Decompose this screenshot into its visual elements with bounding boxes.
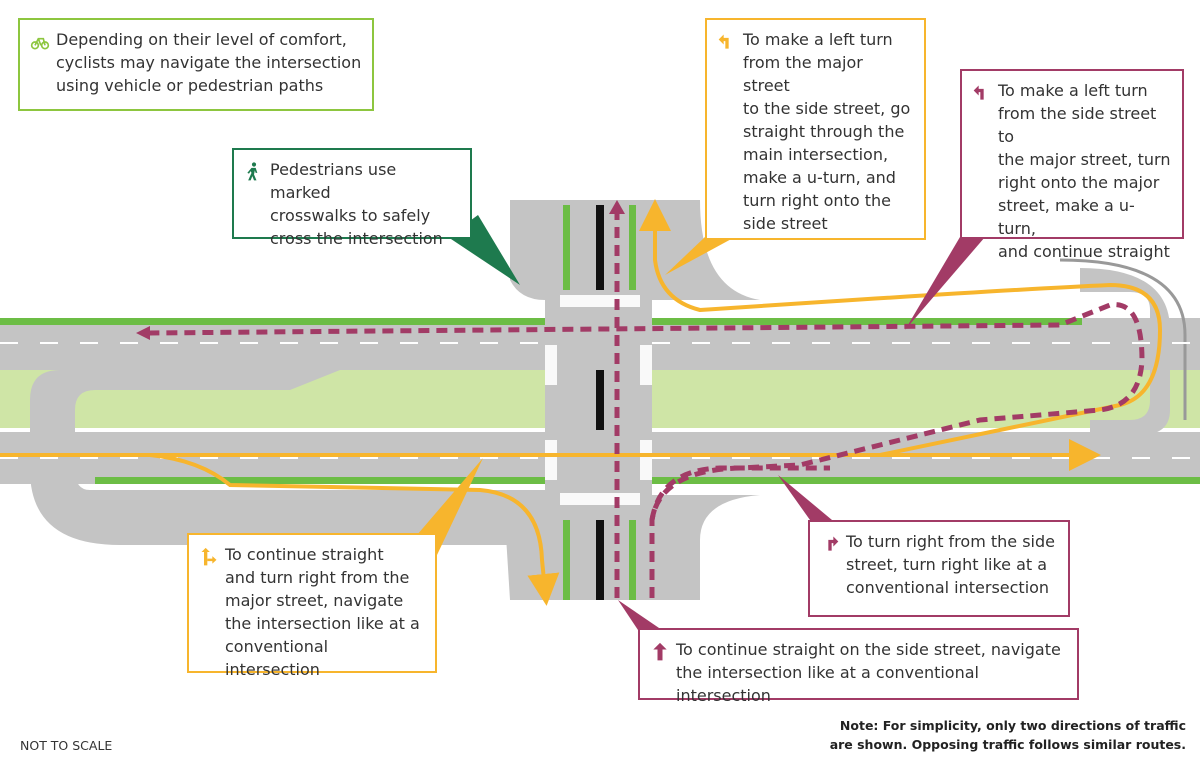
- bicycle-icon: [30, 37, 50, 50]
- callout-cyclists: Depending on their level of comfort, cyc…: [18, 18, 374, 111]
- scale-label: NOT TO SCALE: [20, 738, 113, 753]
- simplicity-note: Note: For simplicity, only two direction…: [829, 718, 1186, 752]
- pointer-right-turn-side: [778, 475, 832, 520]
- straight-side-text: To continue straight on the side street,…: [676, 640, 1061, 705]
- bike-lane-south: [95, 477, 545, 484]
- callout-straight-right-major: To continue straight and turn right from…: [187, 533, 437, 679]
- median-right: [652, 368, 1200, 428]
- u-turn-loop-left: [30, 370, 545, 545]
- pointer-straight-side: [618, 600, 662, 630]
- callout-right-turn-side: To turn right from the side street, turn…: [808, 520, 1070, 617]
- left-turn-side-text: To make a left turn from the side street…: [998, 81, 1171, 261]
- callout-left-turn-major: To make a left turn from the major stree…: [705, 18, 926, 240]
- bike-lane-north: [0, 318, 545, 325]
- right-turn-arrow-icon: [828, 536, 839, 551]
- path-right-turn-side: [649, 465, 830, 521]
- straight-right-arrow-icon: [201, 547, 217, 566]
- path-left-turn-side: [149, 302, 1145, 598]
- right-turn-side-text: To turn right from the side street, turn…: [846, 532, 1055, 597]
- left-turn-arrow-icon: [973, 85, 984, 100]
- cyclists-text: Depending on their level of comfort, cyc…: [56, 30, 362, 95]
- straight-arrow-icon: [653, 642, 667, 661]
- pointer-straight-right-major: [417, 458, 483, 555]
- lane-markings: [0, 342, 1200, 459]
- pedestrian-icon: [247, 162, 258, 181]
- pointer-left-turn-major: [665, 237, 735, 275]
- path-right-turn-major: [149, 453, 560, 606]
- callout-left-turn-side: To make a left turn from the side street…: [960, 69, 1184, 261]
- pedestrians-text: Pedestrians use marked crosswalks to saf…: [270, 160, 443, 248]
- left-turn-major-text: To make a left turn from the major stree…: [743, 30, 911, 233]
- callout-pedestrians: Pedestrians use marked crosswalks to saf…: [232, 148, 472, 248]
- path-left-turn-major: [639, 199, 1163, 457]
- crosswalks: [545, 295, 652, 505]
- callout-straight-side: To continue straight on the side street,…: [638, 628, 1079, 705]
- straight-right-major-text: To continue straight and turn right from…: [225, 545, 420, 679]
- left-turn-arrow-icon: [718, 34, 729, 49]
- pointer-left-turn-side: [905, 237, 985, 330]
